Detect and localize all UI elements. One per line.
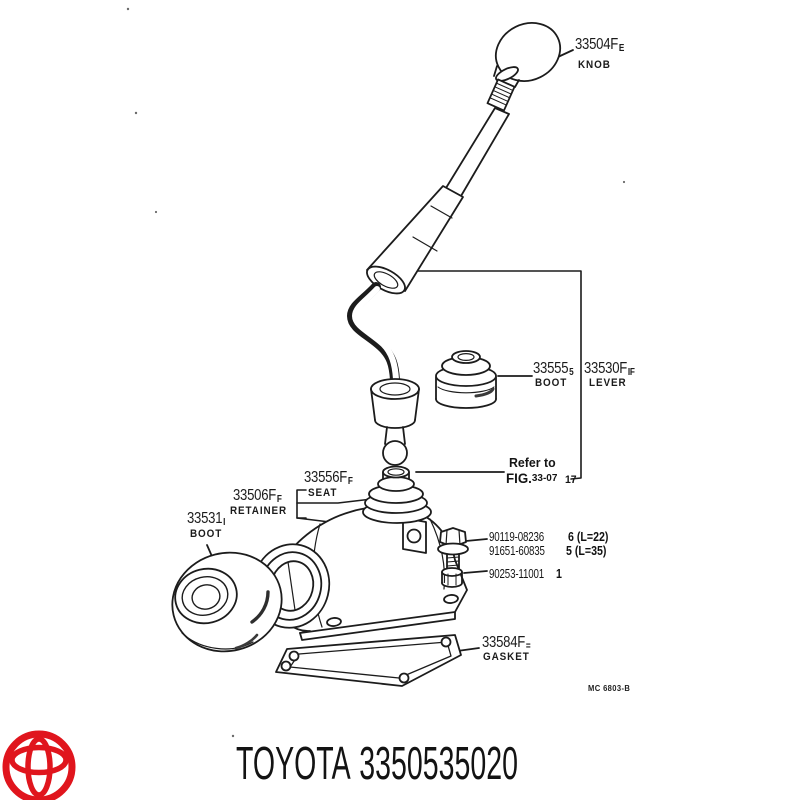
nut-drawing <box>441 567 463 588</box>
gasket-drawing <box>275 634 462 687</box>
hardware-bolt-number-1: 90119-08236 <box>489 530 545 544</box>
retainer-boss-drawing <box>362 484 432 524</box>
hardware-bolt-number-2: 91651-60835 <box>489 544 545 558</box>
boot-lower-drawing <box>171 551 283 653</box>
callout-lever-number: 33530FIF <box>584 360 635 378</box>
callout-seat-label: SEAT <box>308 487 338 499</box>
hardware-nut-qty: 1 <box>556 567 562 581</box>
pivot-bushing-drawing <box>370 378 420 466</box>
callout-lever-suffix: IF <box>627 367 635 378</box>
callout-knob-label: KNOB <box>578 59 611 71</box>
hardware-bolt-qty-2: 5 (L=35) <box>566 544 607 558</box>
lever-shaft-drawing <box>366 107 510 295</box>
refer-note-fig-number: 33-07 <box>531 472 558 484</box>
callout-lever-label: LEVER <box>589 377 627 389</box>
seat-drawing <box>377 465 415 492</box>
toyota-logo <box>2 730 76 800</box>
callout-boot-upper-suffix: 5 <box>569 367 574 378</box>
callout-retainer-suffix: F <box>276 494 282 505</box>
callout-gasket-number: 33584F= <box>482 634 531 652</box>
lever-rod-drawing <box>347 282 400 385</box>
bolt-drawing <box>437 527 469 572</box>
callout-retainer-number: 33506FF <box>233 487 282 505</box>
hardware-nut-number: 90253-11001 <box>489 567 545 581</box>
callout-retainer-label: RETAINER <box>230 505 288 517</box>
paper-specks <box>126 7 626 738</box>
callout-gasket-label: GASKET <box>483 651 530 663</box>
lever-thread-drawing <box>486 78 516 112</box>
hardware-bolt-qty-1: 6 (L=22) <box>568 530 609 544</box>
knob-drawing <box>493 22 561 88</box>
callout-knob-number: 33504FE <box>575 36 625 54</box>
callout-knob-suffix: E <box>618 43 625 54</box>
boot-upper-drawing <box>435 350 497 409</box>
callout-boot-lower-number: 33531I <box>187 510 226 528</box>
drawing-code: MC 6803-B <box>588 684 631 693</box>
callout-seat-suffix: F <box>347 476 353 487</box>
footer-part-number: 3350535020 <box>359 737 518 789</box>
callout-seat-number: 33556FF <box>304 469 353 487</box>
callout-boot-lower-label: BOOT <box>190 528 223 540</box>
nut-leader-line <box>463 570 488 574</box>
refer-note-line1: Refer to <box>509 455 556 470</box>
callout-boot-upper-label: BOOT <box>535 377 568 389</box>
callout-boot-upper-number: 335555 <box>533 360 574 378</box>
callout-boot-lower-suffix: I <box>223 517 226 528</box>
bolt-leader-line <box>465 538 488 542</box>
refer-note-page-ref: 17 <box>564 474 577 486</box>
brand-name: TOYOTA <box>236 737 351 789</box>
callout-gasket-suffix: = <box>525 641 531 652</box>
